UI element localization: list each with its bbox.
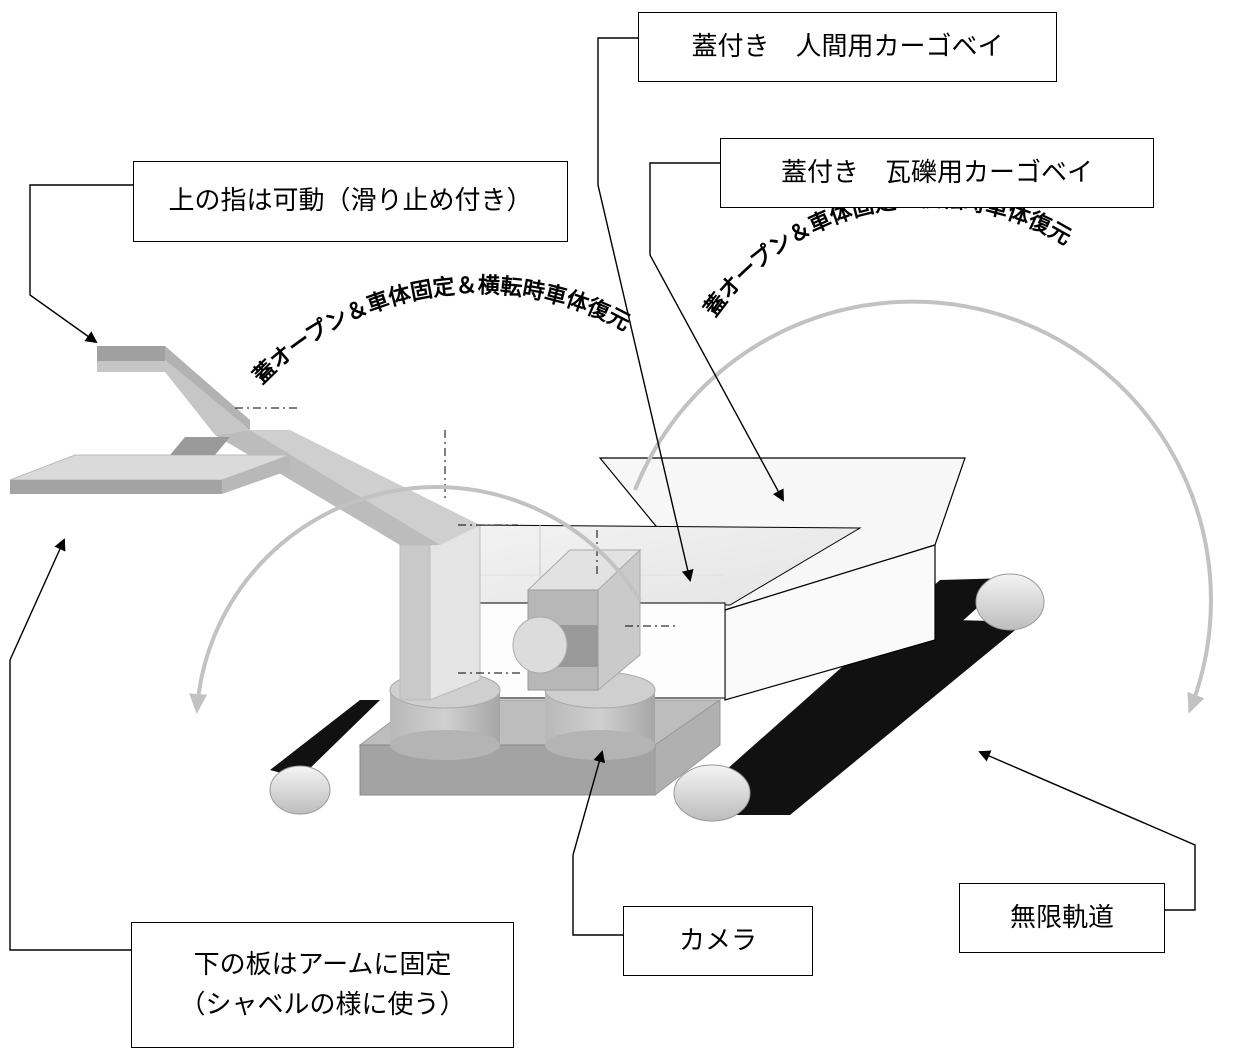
callout-camera-text: カメラ	[678, 925, 757, 956]
callout-human-cargo-bay: 蓋付き 人間用カーゴベイ	[638, 12, 1057, 82]
callout-tracks-text: 無限軌道	[1009, 902, 1114, 933]
callout-lower-plate-line2: （シャベルの様に使う）	[179, 990, 466, 1020]
callout-rubble-cargo-bay-text: 蓋付き 瓦礫用カーゴベイ	[780, 157, 1093, 188]
callout-lower-plate: 下の板はアームに固定 （シャベルの様に使う）	[131, 922, 514, 1048]
left-rotation-label: 蓋オープン＆車体固定＆横転時車体復元	[248, 273, 634, 389]
callout-rubble-cargo-bay: 蓋付き 瓦礫用カーゴベイ	[720, 138, 1154, 208]
callout-camera: カメラ	[623, 906, 813, 976]
callout-tracks: 無限軌道	[959, 883, 1165, 953]
callout-lower-plate-line1: 下の板はアームに固定	[193, 949, 452, 980]
callout-upper-finger-text: 上の指は可動（滑り止め付き）	[168, 186, 533, 217]
callout-leaders	[9, 37, 1196, 951]
right-rotation-arrow	[633, 299, 1214, 714]
left-rotation-arrow	[189, 485, 642, 714]
callout-upper-finger: 上の指は可動（滑り止め付き）	[133, 161, 568, 242]
left-track	[269, 700, 380, 815]
robot-arm	[9, 346, 481, 701]
callout-human-cargo-bay-text: 蓋付き 人間用カーゴベイ	[691, 31, 1004, 62]
